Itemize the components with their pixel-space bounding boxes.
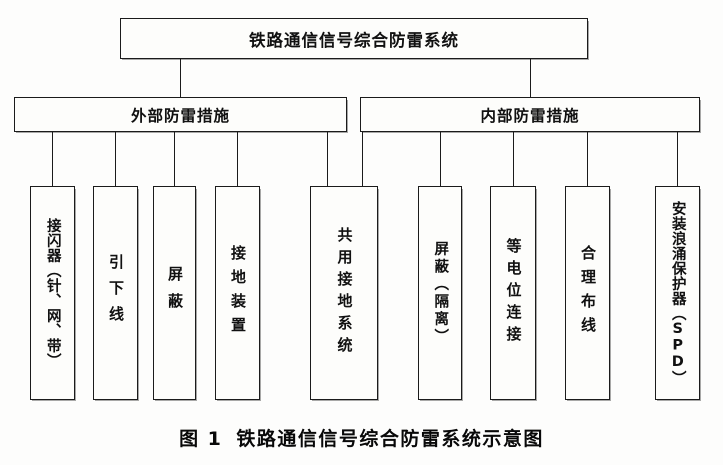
node-external-measures: 外部防雷措施 (14, 97, 348, 133)
connector-root-to-internal (530, 59, 531, 97)
node-leaf-spd-installation-label: 安装浪涌保护器（SPD） (669, 200, 686, 386)
node-leaf-down-conductor: 引下线 (93, 186, 139, 401)
connector-external-to-leaf-3 (174, 132, 175, 186)
connector-external-to-leaf-5 (327, 132, 328, 186)
figure-caption: 图 1 铁路通信信号综合防雷系统示意图 (0, 424, 723, 451)
node-internal-measures: 内部防雷措施 (360, 97, 701, 133)
node-leaf-shielding-isolation: 屏蔽（隔离） (418, 186, 463, 401)
node-root-label: 铁路通信信号综合防雷系统 (249, 30, 459, 50)
connector-internal-to-leaf-7 (513, 132, 514, 186)
connector-external-to-leaf-4 (237, 132, 238, 186)
node-leaf-earthing-device: 接地装置 (215, 186, 261, 401)
connector-internal-to-leaf-5 (362, 132, 363, 186)
node-leaf-shielding-label: 屏蔽 (166, 266, 184, 320)
node-leaf-equipotential-bonding: 等电位连接 (490, 186, 537, 401)
node-leaf-shielding: 屏蔽 (153, 186, 197, 401)
node-root: 铁路通信信号综合防雷系统 (120, 18, 589, 60)
node-external-measures-label: 外部防雷措施 (130, 106, 230, 125)
connector-internal-to-leaf-8 (587, 132, 588, 186)
node-leaf-spd-installation: 安装浪涌保护器（SPD） (655, 186, 701, 401)
node-leaf-air-terminal-label: 接闪器（针、网、带） (44, 218, 61, 368)
node-leaf-reasonable-wiring-label: 合理布线 (579, 245, 597, 341)
node-leaf-earthing-device-label: 接地装置 (229, 245, 247, 341)
figure-caption-text: 铁路通信信号综合防雷系统示意图 (236, 428, 544, 450)
connector-internal-to-leaf-9 (677, 132, 678, 186)
connector-root-to-external (180, 59, 181, 97)
connector-internal-to-leaf-6 (440, 132, 441, 186)
node-leaf-equipotential-bonding-label: 等电位连接 (504, 238, 523, 348)
node-leaf-shared-ground-system: 共用接地系统 (310, 186, 379, 401)
node-internal-measures-label: 内部防雷措施 (480, 106, 580, 125)
connector-external-to-leaf-2 (115, 132, 116, 186)
figure-number: 图 1 (179, 428, 223, 450)
node-leaf-shielding-isolation-label: 屏蔽（隔离） (432, 240, 449, 346)
node-leaf-air-terminal: 接闪器（针、网、带） (30, 186, 76, 401)
node-leaf-down-conductor-label: 引下线 (107, 254, 125, 332)
node-leaf-reasonable-wiring: 合理布线 (565, 186, 611, 401)
node-leaf-shared-ground-system-label: 共用接地系统 (335, 227, 354, 359)
connector-external-to-leaf-1 (52, 132, 53, 186)
